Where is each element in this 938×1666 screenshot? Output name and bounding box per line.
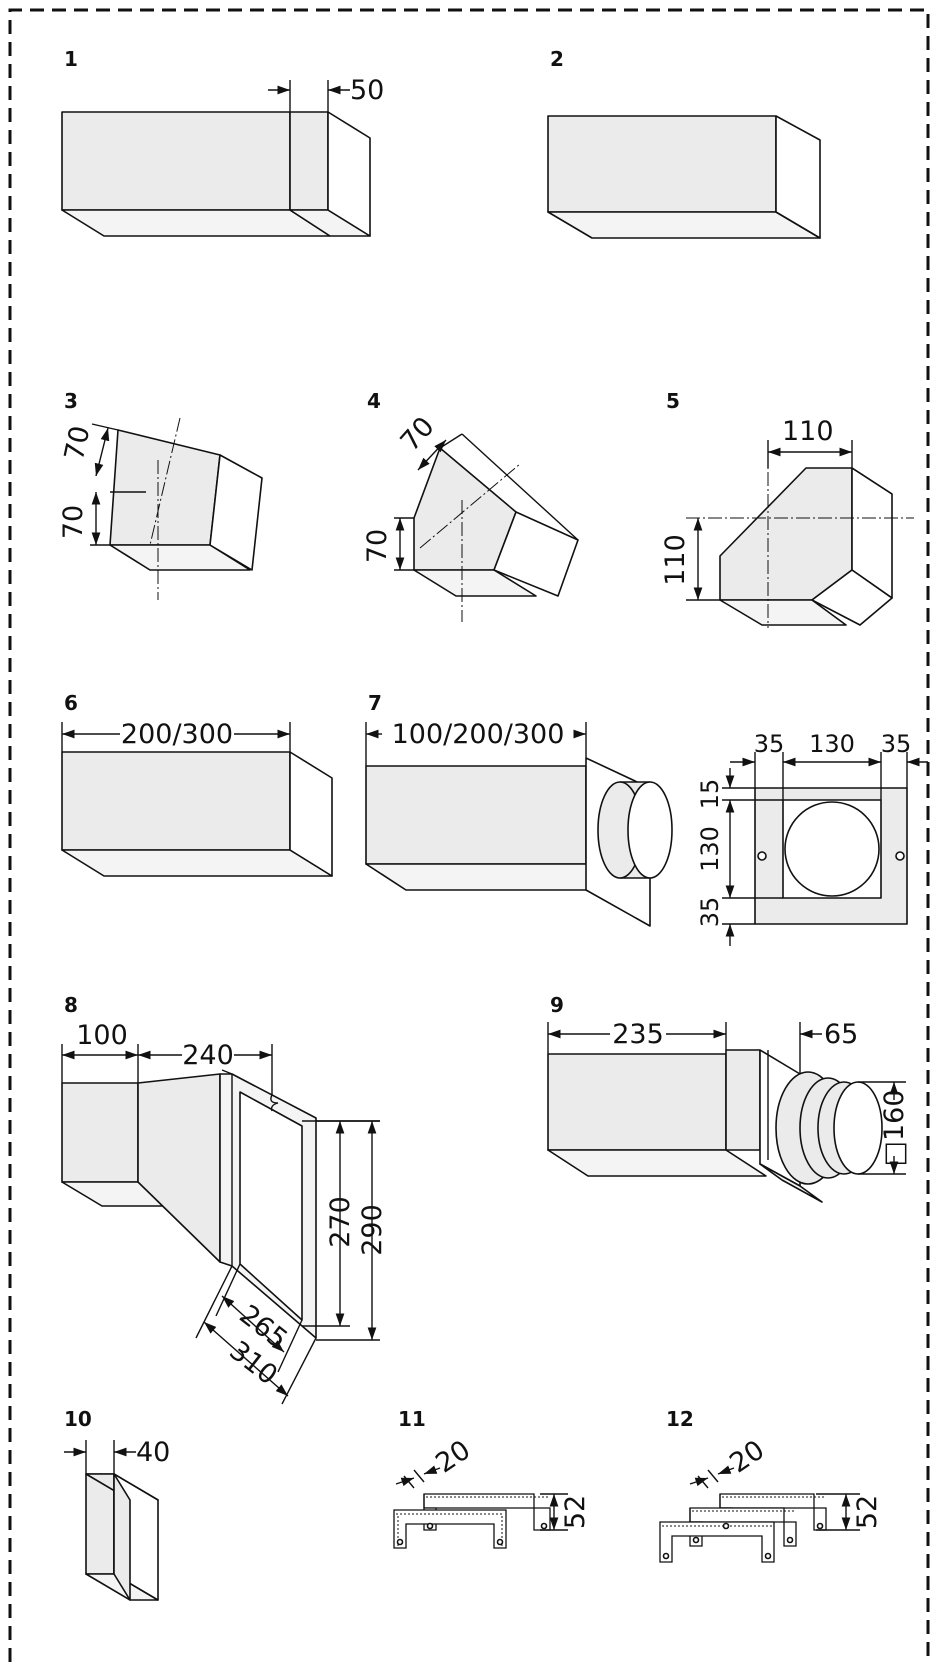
dim-label: 290 [357,1204,388,1256]
dim-label: 200/300 [121,719,233,750]
item-number: 7 [368,691,382,715]
item-12: 12 20 52 [659,1407,883,1563]
item-number: 12 [666,1407,694,1431]
dim-label: 70 [362,529,393,563]
item-number: 4 [367,389,381,413]
dim-label: 110 [660,534,691,586]
dim-label: 110 [782,416,834,447]
item-number: 2 [550,47,564,71]
item-number: 11 [398,1407,426,1431]
dim-label: 235 [612,1019,664,1050]
item-8: 8 100 240 270 290 265 310 [61,993,388,1405]
item-number: 9 [550,993,564,1017]
dim-label: 50 [350,75,384,106]
item-6: 6 200/300 [61,691,333,877]
dim-label: 130 [696,826,724,872]
item-number: 8 [64,993,78,1017]
item-10: 10 40 [64,1407,170,1601]
dim-label: 35 [696,897,724,928]
dim-label: 240 [182,1040,234,1071]
dim-label: 130 [809,730,855,758]
dim-label: 52 [852,1495,883,1529]
item-number: 6 [64,691,78,715]
dim-label: 20 [430,1434,476,1479]
item-7: 7 100/200/300 [365,691,673,927]
dim-label: 35 [754,730,785,758]
dim-label: 70 [59,423,96,463]
item-9: 9 235 65 □160 [547,993,910,1203]
item-4: 4 70 70 [362,389,579,622]
item-3: 3 70 70 [58,389,263,600]
item-7-plate: 35 130 35 15 130 35 [696,730,928,946]
item-number: 5 [666,389,680,413]
dim-label: □160 [879,1089,910,1166]
dim-label: 100 [76,1020,128,1051]
dim-label: 35 [881,730,912,758]
item-number: 3 [64,389,78,413]
dashed-border [8,8,930,1662]
dim-label: 52 [560,1495,591,1529]
dim-label: 70 [395,411,441,457]
item-number: 1 [64,47,78,71]
item-5: 5 110 110 [660,389,914,628]
dim-label: 40 [136,1437,170,1468]
item-2: 2 [547,47,821,239]
dim-label: 70 [58,505,89,539]
dim-label: 15 [696,779,724,810]
item-1: 1 50 [61,47,384,237]
dim-label: 270 [325,1196,356,1248]
item-number: 10 [64,1407,92,1431]
dim-label: 65 [824,1019,858,1050]
item-11: 11 20 52 [393,1407,591,1549]
dim-label: 100/200/300 [392,719,565,750]
dim-label: 20 [724,1434,770,1479]
